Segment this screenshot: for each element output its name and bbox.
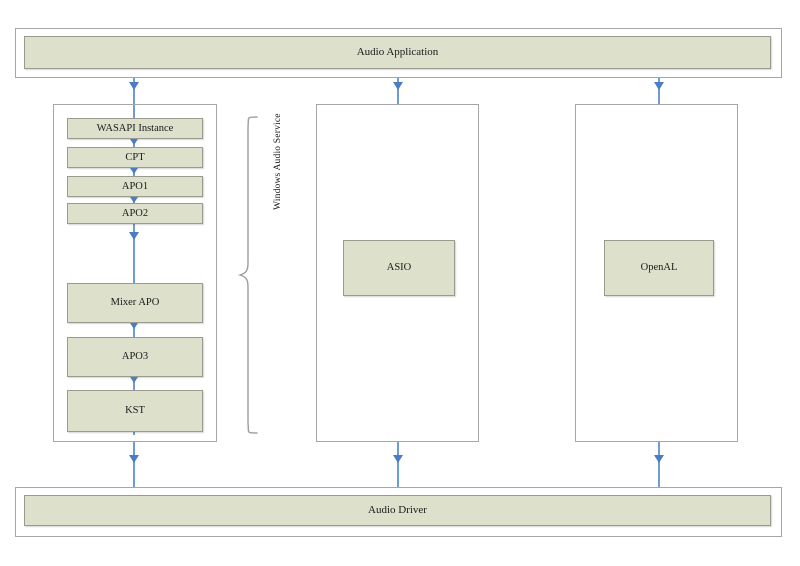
arrowhead-apo2-to-mixer <box>129 232 139 240</box>
node-kst: KST <box>67 390 203 432</box>
node-asio: ASIO <box>343 240 455 296</box>
node-wasapi-instance: WASAPI Instance <box>67 118 203 139</box>
node-openal: OpenAL <box>604 240 714 296</box>
arrowhead-app-to-wasapi <box>129 82 139 90</box>
wasapi-internal-spine <box>133 105 135 435</box>
arrowhead-cpt-to-apo1 <box>130 168 138 174</box>
node-apo2-label: APO2 <box>121 207 149 219</box>
node-apo3-label: APO3 <box>121 351 149 363</box>
connector-asio-to-driver <box>397 442 399 488</box>
connector-app-to-wasapi <box>133 78 135 105</box>
audio-application-box: Audio Application <box>24 36 771 69</box>
arrowhead-wasapi-to-driver <box>129 455 139 463</box>
audio-application-label: Audio Application <box>356 46 439 59</box>
connector-openal-to-driver <box>658 442 660 488</box>
connector-app-to-openal <box>658 78 660 105</box>
arrowhead-apo3-to-kst <box>130 377 138 383</box>
node-wasapi-instance-label: WASAPI Instance <box>96 122 174 134</box>
node-cpt-label: CPT <box>125 151 145 163</box>
node-kst-label: KST <box>125 405 145 417</box>
node-apo2: APO2 <box>67 203 203 224</box>
arrowhead-wasapi-to-cpt <box>130 139 138 145</box>
connector-wasapi-to-driver <box>133 442 135 488</box>
arrowhead-mixer-to-apo3 <box>130 323 138 329</box>
windows-audio-service-brace <box>237 116 258 434</box>
node-mixer-apo: Mixer APO <box>67 283 203 323</box>
audio-driver-box: Audio Driver <box>24 495 771 526</box>
windows-audio-service-label: Windows Audio Service <box>273 113 283 210</box>
node-mixer-apo-label: Mixer APO <box>110 297 160 309</box>
arrowhead-app-to-openal <box>654 82 664 90</box>
arrowhead-openal-to-driver <box>654 455 664 463</box>
windows-audio-service-label-wrap: Windows Audio Service <box>273 113 283 210</box>
audio-driver-label: Audio Driver <box>368 504 427 517</box>
arrowhead-asio-to-driver <box>393 455 403 463</box>
connector-app-to-asio <box>397 78 399 105</box>
node-cpt: CPT <box>67 147 203 168</box>
arrowhead-app-to-asio <box>393 82 403 90</box>
arrowhead-apo1-to-apo2 <box>130 197 138 203</box>
node-apo1-label: APO1 <box>121 180 149 192</box>
node-apo3: APO3 <box>67 337 203 377</box>
node-apo1: APO1 <box>67 176 203 197</box>
node-openal-label: OpenAL <box>640 262 678 274</box>
node-asio-label: ASIO <box>386 262 412 274</box>
